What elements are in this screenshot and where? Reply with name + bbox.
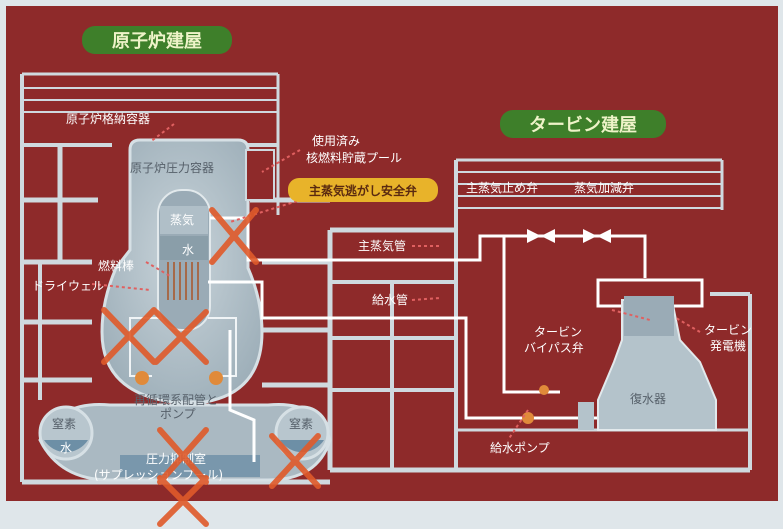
turbine-bypass-label-1: タービン [534, 325, 582, 339]
cross-mark-1 [209, 207, 259, 265]
recirc-label-1: 再循環系配管と [134, 392, 218, 407]
steam-control-valve [583, 229, 611, 243]
condenser-inlet [578, 402, 594, 430]
water-region-label: 水 [182, 243, 194, 257]
steam-label: 蒸気 [170, 212, 194, 227]
main-steam-stop-valve [527, 229, 555, 243]
turbine-generator-label-2: 発電機 [710, 338, 746, 353]
feedwater-pipe-label: 給水管 [372, 292, 408, 307]
nitrogen-left-label: 窒素 [52, 416, 76, 431]
water-left-fill [44, 440, 88, 453]
water-left-label: 水 [60, 441, 72, 455]
nitrogen-right-label: 窒素 [289, 416, 313, 431]
fuel-rods-label: 燃料棒 [98, 258, 134, 273]
steam-control-valve-label: 蒸気加減弁 [574, 180, 634, 195]
fuel-rods [167, 262, 199, 300]
turbine-rotor [624, 296, 674, 336]
turbine-building [454, 158, 752, 473]
spent-fuel-pool-label-2: 核燃料貯蔵プール [306, 150, 402, 165]
connecting-structure [330, 227, 456, 473]
moisture-separator [160, 236, 208, 260]
safety-relief-valve-label: 主蒸気逃がし安全弁 [309, 183, 417, 198]
leader-lines [91, 123, 701, 441]
condenser-label: 復水器 [630, 391, 666, 406]
turbine-generator-label-1: タービン [704, 323, 752, 337]
cross-mark-2 [101, 307, 157, 365]
main-steam-pipe-label: 主蒸気管 [358, 238, 406, 253]
pressure-vessel-label: 原子炉圧力容器 [130, 160, 214, 175]
feedwater-pump-label: 給水ポンプ [490, 441, 550, 455]
spent-fuel-pool [245, 149, 275, 201]
cross-mark-4 [157, 427, 209, 485]
drywell-label: ドライウェル [32, 279, 104, 293]
feedwater-pump-icon [522, 412, 534, 424]
turbine-bypass-label-2: バイパス弁 [524, 340, 584, 355]
feedwater-line [208, 280, 600, 462]
reactor-building [20, 72, 333, 485]
recirc-pump-left [135, 371, 149, 385]
recirc-label-2: ポンプ [160, 407, 196, 421]
turbine-building-title-badge: タービン建屋 [500, 110, 666, 138]
recirc-pump-right [209, 371, 223, 385]
damage-cross-marks [101, 207, 321, 527]
cross-mark-5 [269, 433, 321, 489]
reactor-building-title: 原子炉建屋 [112, 30, 202, 52]
cross-mark-6 [157, 475, 209, 527]
bypass-valve-icon [539, 385, 549, 395]
turbine-building-title: タービン建屋 [529, 114, 637, 136]
containment-vessel-label: 原子炉格納容器 [66, 111, 150, 126]
main-steam-stop-valve-label: 主蒸気止め弁 [466, 180, 538, 195]
suppression-chamber-label-2: (サプレッションプール) [94, 468, 223, 482]
safety-relief-valve-callout [288, 178, 438, 202]
steam-region [160, 206, 208, 234]
spent-fuel-pool-label-1: 使用済み [312, 133, 360, 148]
reactor-building-title-badge: 原子炉建屋 [82, 26, 232, 54]
cross-mark-3 [153, 309, 209, 365]
